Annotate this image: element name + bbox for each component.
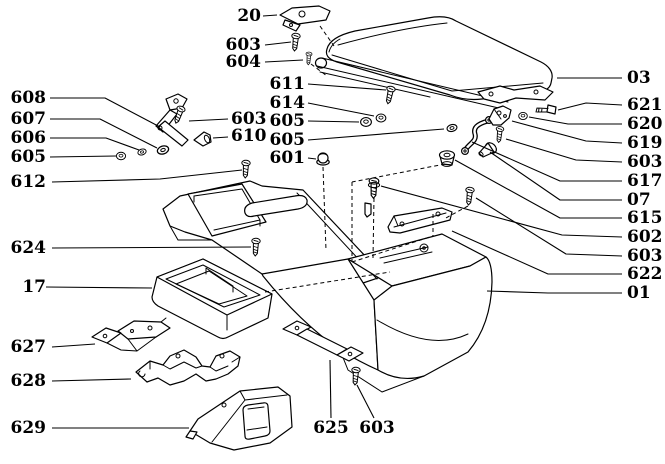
callout-603-bottom: 603 bbox=[359, 418, 395, 438]
callout-624: 624 bbox=[11, 238, 47, 258]
assembly-dashed-lines bbox=[264, 25, 469, 293]
part-20-latch bbox=[279, 5, 331, 32]
callout-610: 610 bbox=[231, 126, 267, 146]
callout-615: 615 bbox=[627, 208, 663, 228]
callout-612: 612 bbox=[11, 172, 47, 192]
callout-20: 20 bbox=[237, 6, 261, 26]
callout-17: 17 bbox=[22, 277, 46, 297]
callout-605-a: 605 bbox=[270, 111, 306, 131]
fastener-604-pin bbox=[304, 51, 313, 66]
fastener-607-washer bbox=[155, 143, 171, 157]
part-621-bolt bbox=[535, 104, 557, 115]
callout-607: 607 bbox=[11, 109, 47, 129]
part-622-hinge-plate bbox=[387, 207, 453, 234]
callout-614: 614 bbox=[270, 93, 306, 113]
fastener-605-b-washer bbox=[445, 122, 459, 134]
part-628-bracket bbox=[135, 349, 241, 386]
callout-627: 627 bbox=[11, 337, 47, 357]
fastener-602-screw bbox=[367, 177, 381, 199]
callout-621: 621 bbox=[627, 95, 663, 115]
part-619-hinge-bracket bbox=[488, 105, 512, 126]
leader-lines bbox=[45, 14, 623, 429]
callout-622: 622 bbox=[627, 264, 663, 284]
fastener-611-screw bbox=[383, 84, 397, 106]
part-608-bracket bbox=[155, 93, 189, 147]
callout-07: 07 bbox=[627, 190, 651, 210]
fastener-614-nut bbox=[375, 113, 387, 123]
fastener-605-a-nut bbox=[360, 117, 372, 127]
part-17-tray bbox=[151, 258, 273, 340]
part-lid-base-frame bbox=[314, 57, 554, 261]
callout-602: 602 bbox=[627, 227, 663, 247]
fastener-603-hinge-screw bbox=[494, 125, 505, 144]
callout-629: 629 bbox=[11, 418, 47, 438]
callout-604: 604 bbox=[226, 52, 262, 72]
callout-605-left: 605 bbox=[11, 147, 47, 167]
callout-03: 03 bbox=[627, 68, 651, 88]
callout-603-plate: 603 bbox=[627, 246, 663, 266]
callout-603-hinge: 603 bbox=[627, 152, 663, 172]
callout-606: 606 bbox=[11, 128, 47, 148]
part-03-armrest-lid bbox=[325, 16, 553, 101]
part-07-wedge bbox=[478, 142, 497, 158]
callout-617: 617 bbox=[627, 171, 663, 191]
callout-605-b: 605 bbox=[270, 130, 306, 150]
fastener-606-washer bbox=[136, 147, 148, 157]
part-625-strap-bracket bbox=[282, 320, 364, 362]
fastener-605-left-nut bbox=[115, 151, 127, 161]
part-629-housing bbox=[185, 386, 293, 451]
callout-603-top: 603 bbox=[226, 35, 262, 55]
part-610-clip bbox=[193, 131, 212, 147]
callout-619: 619 bbox=[627, 133, 663, 153]
part-627-bracket bbox=[91, 317, 171, 352]
fastener-612-screw bbox=[240, 159, 251, 179]
fastener-601-capnut bbox=[316, 152, 330, 166]
fastener-603-plate-screw bbox=[463, 186, 475, 206]
callout-603-left: 603 bbox=[231, 109, 267, 129]
part-01-console-rear-deck bbox=[162, 180, 385, 285]
callout-620: 620 bbox=[627, 114, 663, 134]
callout-608: 608 bbox=[11, 88, 47, 108]
fastener-603-bottom-screw bbox=[350, 366, 361, 386]
part-615-grommet bbox=[438, 150, 456, 167]
fastener-603-top-screw bbox=[289, 32, 301, 52]
callout-628: 628 bbox=[11, 371, 47, 391]
callout-01: 01 bbox=[627, 283, 651, 303]
callout-611: 611 bbox=[270, 74, 306, 94]
callout-601: 601 bbox=[270, 148, 306, 168]
fastener-620-nut bbox=[518, 112, 528, 120]
callout-625: 625 bbox=[313, 418, 349, 438]
